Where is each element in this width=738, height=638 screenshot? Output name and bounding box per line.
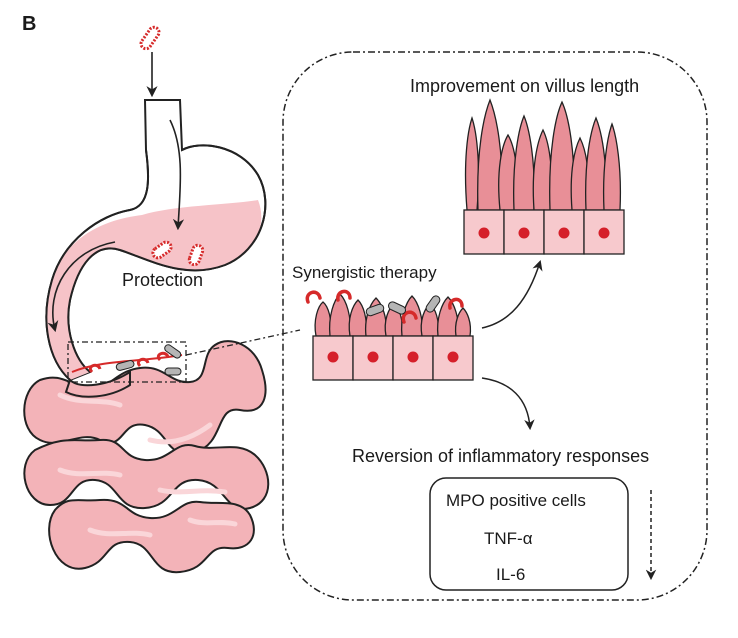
intestine-fold-1	[57, 392, 123, 408]
detail-panel	[282, 51, 708, 601]
zoom-connector	[185, 329, 301, 356]
probiotic-stomach-1	[151, 240, 173, 260]
long-villi-fingers	[464, 98, 622, 211]
long-villus-1	[464, 115, 480, 211]
short-villi	[305, 289, 474, 381]
intestine-middle-coil	[23, 438, 270, 510]
intestines	[23, 340, 270, 574]
long-villi	[463, 98, 625, 255]
surface-probiotic-1	[305, 290, 322, 304]
surface-probiotic-3	[401, 310, 418, 324]
zoom-surface	[71, 354, 183, 373]
protection-label: Protection	[122, 270, 203, 290]
damaged-nucleus-3	[407, 351, 419, 363]
zoom-probiotic-2	[136, 357, 150, 368]
short-villi-fingers	[314, 293, 472, 337]
long-villus-9	[602, 122, 622, 211]
zoom-particle-2	[164, 344, 182, 359]
long-villus-4	[513, 114, 535, 211]
villus-nucleus-3	[558, 227, 570, 239]
gut-flow-arrow	[47, 241, 116, 333]
stomach-outline	[45, 144, 267, 381]
stomach-flow-arrow	[169, 119, 185, 231]
synergistic-therapy-label: Synergistic therapy	[292, 263, 437, 282]
damaged-nucleus-1	[327, 351, 339, 363]
zoom-particle-1	[115, 360, 135, 371]
intestine-fold-5	[87, 527, 153, 538]
damaged-nucleus-4	[447, 351, 459, 363]
villus-nucleus-1	[478, 227, 490, 239]
short-villus-9	[454, 307, 472, 337]
marker-tnf: TNF-α	[484, 529, 533, 548]
short-villus-1	[314, 301, 332, 337]
short-villus-2	[328, 293, 352, 337]
surface-probiotic-4	[448, 297, 464, 310]
reversion-label: Reversion of inflammatory responses	[352, 446, 649, 466]
probiotic-incoming	[139, 25, 161, 51]
short-villi-cells	[312, 335, 474, 381]
arrow-to-villus	[481, 259, 543, 329]
villus-nucleus-2	[518, 227, 530, 239]
markers-box	[429, 477, 629, 591]
long-villus-5	[532, 128, 553, 211]
surface-probiotic-2	[336, 289, 352, 302]
intestine-fold-4	[157, 487, 228, 495]
zoom-region	[67, 341, 187, 383]
marker-mpo: MPO positive cells	[446, 491, 586, 510]
stomach-fluid	[46, 200, 262, 380]
intestine-fold-3	[57, 467, 123, 478]
intestine-fold-6	[187, 517, 238, 527]
damaged-nucleus-2	[367, 351, 379, 363]
short-villus-3	[348, 299, 368, 337]
villus-improvement-label: Improvement on villus length	[410, 76, 639, 96]
surface-particle-1	[365, 303, 385, 317]
duodenum	[64, 370, 131, 398]
zoom-probiotic-3	[156, 351, 170, 362]
short-villus-4	[364, 297, 388, 337]
probiotic-stomach-2	[187, 243, 205, 267]
long-villi-cells	[463, 209, 625, 255]
arrow-to-reversion	[481, 377, 535, 431]
panel-label: B	[22, 13, 36, 35]
zoom-probiotic-1	[88, 363, 102, 374]
surface-particle-3	[425, 295, 441, 313]
marker-il6: IL-6	[496, 565, 525, 584]
intestine-upper-coil	[23, 340, 267, 455]
surface-particle-2	[387, 301, 407, 315]
zoom-particle-3	[164, 367, 182, 376]
stomach	[45, 99, 267, 398]
villus-nucleus-4	[598, 227, 610, 239]
intestine-fold-2	[147, 422, 213, 445]
